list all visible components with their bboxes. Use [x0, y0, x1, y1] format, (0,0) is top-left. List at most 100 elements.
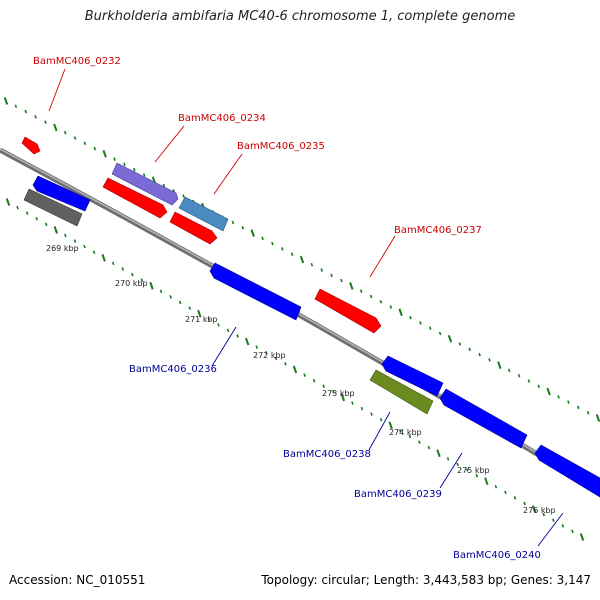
gene-0232-arrow[interactable]: [21, 136, 41, 155]
upper-row-tick: [488, 358, 491, 362]
lower-row-tick: [312, 378, 316, 383]
lower-row-tick: [64, 233, 67, 238]
gene-0240-arrow[interactable]: [534, 444, 600, 498]
upper-row-tick: [320, 268, 324, 272]
lower-row-tick: [408, 434, 412, 439]
lower-row-tick: [44, 222, 48, 227]
upper-row-tick: [458, 342, 462, 346]
leader-0239: [439, 452, 463, 489]
gene-0235-arrow[interactable]: [178, 196, 229, 232]
upper-row-tick: [102, 150, 107, 158]
upper-row-tick: [63, 130, 67, 135]
upper-row-tick: [24, 109, 28, 114]
gene-0239-arrow[interactable]: [439, 388, 528, 449]
lower-row-tick: [111, 261, 115, 266]
lower-row-tick: [418, 440, 421, 444]
label-BamMC406_0238: BamMC406_0238: [283, 449, 371, 460]
lower-row-tick: [398, 429, 402, 433]
lower-row-tick: [484, 477, 489, 485]
lower-row-tick: [244, 337, 250, 346]
label-BamMC406_0240: BamMC406_0240: [453, 550, 541, 561]
lower-row-tick: [303, 373, 306, 377]
upper-row-tick: [379, 300, 383, 304]
upper-row-tick: [497, 361, 502, 369]
upper-row-tick: [447, 334, 453, 343]
lower-row-tick: [101, 254, 106, 262]
lower-row-tick: [436, 449, 441, 458]
upper-row-tick: [241, 226, 245, 230]
label-BamMC406_0234: BamMC406_0234: [178, 113, 266, 124]
gene-0233-arrow[interactable]: [102, 177, 168, 219]
upper-row-tick: [271, 241, 274, 246]
lower-row-tick: [16, 205, 19, 210]
lower-row-tick: [149, 281, 154, 290]
lower-row-tick: [236, 334, 239, 338]
gene-0235b-arrow[interactable]: [169, 211, 218, 245]
upper-row-tick: [93, 146, 97, 151]
lower-row-tick: [523, 501, 526, 506]
topology-text: Topology: circular; Length: 3,443,583 bp…: [261, 573, 591, 587]
lower-row-tick: [340, 393, 346, 402]
upper-row-tick: [340, 278, 343, 283]
leader-0232: [48, 68, 66, 112]
gene-0238-arrow[interactable]: [369, 369, 434, 415]
lower-row-tick: [207, 317, 211, 322]
lower-row-tick: [494, 484, 498, 489]
lower-row-tick: [322, 384, 325, 389]
upper-row-tick: [428, 326, 432, 330]
gene-0236-arrow[interactable]: [209, 262, 302, 321]
lower-row-tick: [456, 462, 459, 467]
lower-row-tick: [140, 278, 144, 282]
leader-0237: [369, 235, 396, 278]
upper-row-tick: [546, 387, 551, 396]
upper-row-tick: [586, 410, 590, 415]
upper-row-tick: [73, 136, 77, 140]
lower-row-tick: [197, 309, 202, 318]
lower-row-tick: [331, 390, 335, 394]
upper-row-tick: [290, 252, 294, 256]
gene-features: [21, 136, 600, 498]
lower-row-tick: [427, 445, 431, 450]
kbp-label-274: 274 kbp: [389, 428, 422, 437]
lower-row-tick: [292, 365, 298, 374]
upper-row-tick: [261, 236, 264, 241]
lower-row-tick: [370, 412, 373, 416]
lower-row-tick: [73, 239, 77, 243]
kbp-label-275: 275 kbp: [457, 466, 490, 475]
upper-row-tick: [182, 194, 185, 198]
gene-0231-arrow[interactable]: [32, 175, 91, 212]
upper-row-tick: [44, 120, 47, 124]
lower-row-tick: [265, 350, 268, 355]
lower-row-tick: [121, 267, 125, 271]
label-BamMC406_0232: BamMC406_0232: [33, 56, 121, 67]
upper-row-tick: [142, 173, 146, 177]
upper-row-tick: [34, 115, 37, 119]
lower-row-tick: [351, 401, 354, 405]
upper-row-tick: [419, 321, 422, 325]
lower-row-tick: [159, 289, 163, 294]
leader-0234: [154, 125, 185, 163]
upper-row-tick: [576, 405, 580, 410]
upper-row-tick: [132, 167, 136, 172]
upper-row-tick: [231, 220, 235, 225]
upper-row-tick: [537, 384, 541, 389]
upper-row-tick: [468, 347, 472, 352]
upper-row-tick: [478, 352, 481, 357]
gene-0234-arrow[interactable]: [111, 162, 179, 206]
upper-row-tick: [527, 379, 531, 383]
lower-row-tick: [169, 295, 172, 299]
lower-row-tick: [25, 211, 29, 215]
gene-0230-arrow[interactable]: [23, 188, 83, 227]
lower-row-tick: [274, 356, 278, 361]
label-BamMC406_0236: BamMC406_0236: [129, 364, 217, 375]
upper-row-tick: [389, 305, 393, 309]
gene-0238-arrow-a[interactable]: [381, 355, 444, 397]
upper-row-tick: [299, 255, 305, 264]
lower-row-tick: [531, 505, 537, 513]
upper-row-tick: [83, 141, 87, 146]
upper-row-tick: [398, 308, 403, 317]
kbp-label-272: 272 kbp: [253, 351, 286, 360]
kbp-label-271: 271 kbp: [185, 315, 218, 324]
gene-0237-arrow[interactable]: [314, 288, 382, 334]
